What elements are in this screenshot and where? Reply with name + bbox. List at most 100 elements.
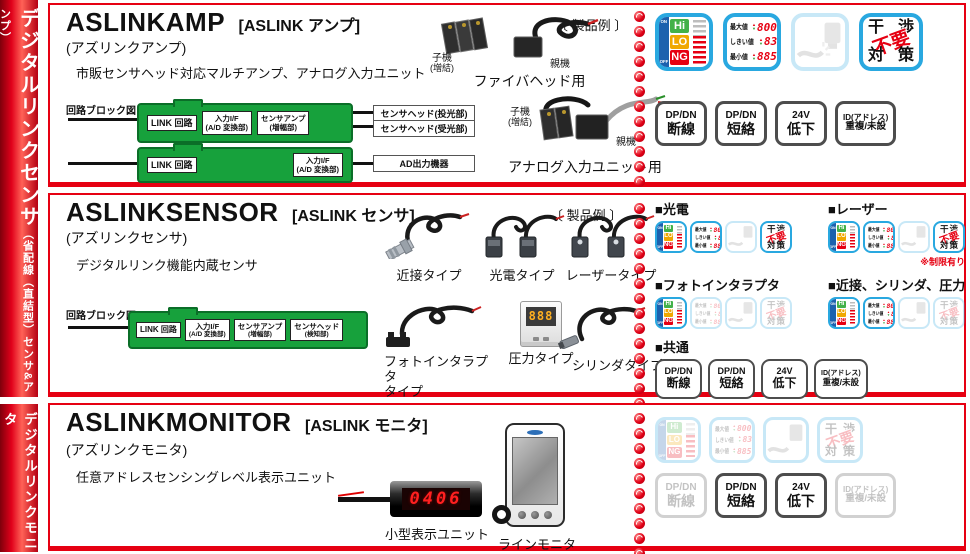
section-aslinkmonitor: ASLINKMONITOR [ASLINK モニタ] (アズリンクモニタ) 任意… <box>48 403 966 554</box>
section-aslinkamp: ASLINKAMP [ASLINK アンプ] (アズリンクアンプ) 市販センサヘ… <box>48 3 966 187</box>
level-bars-icon <box>847 299 858 327</box>
wire-line <box>68 162 138 165</box>
sensor-head-block: センサヘッド(検知部) <box>290 318 344 342</box>
broken-wire-badge <box>763 417 809 463</box>
pressure-display: 888 <box>526 307 556 326</box>
photo-caption: フォトインタラプタ タイプ <box>384 354 489 399</box>
spiral-bullet-icon <box>634 233 645 244</box>
sensor-head-receiver-label: センサヘッド(受光部) <box>373 120 475 137</box>
sidebar-vertical-text: デジタルリンクセンサ（省配線（直結型）センサ&アンプ） <box>0 0 43 397</box>
photoelectric-sensor-photo: 光電タイプ <box>478 211 566 284</box>
up-down-arrows-icon <box>759 38 763 46</box>
wire-line <box>68 118 138 121</box>
spiral-bullet-icon <box>634 41 645 52</box>
product-name: ASLINKMONITOR <box>66 407 292 437</box>
child-unit-label: 子機(増結) <box>430 53 454 73</box>
proximity-sensor-image <box>385 213 470 261</box>
button-icon <box>543 337 549 341</box>
spiral-bullet-icon <box>634 71 645 82</box>
spiral-bullet-icon <box>634 458 645 469</box>
spiral-bullet-icon <box>634 473 645 484</box>
product-reading: (アズリンクモニタ) <box>66 442 188 458</box>
photo-caption: 光電タイプ <box>489 268 555 283</box>
spiral-bullet-icon <box>634 278 645 289</box>
strap-ring-icon <box>492 505 511 524</box>
section-title: ASLINKSENSOR [ASLINK センサ] <box>66 197 415 228</box>
cylinder-sensor-image <box>557 306 646 350</box>
product-name-bracket: [ASLINK センサ] <box>292 208 415 225</box>
photoelectric-sensor-image <box>485 214 565 258</box>
button-icon <box>531 511 539 519</box>
input-if-block: 入力I/F(A/D 変換部) <box>184 318 230 342</box>
spiral-bullet-icon <box>634 56 645 67</box>
product-description: 任意アドレスセンシングレベル表示ユニット <box>76 470 337 485</box>
product-description: デジタルリンク機能内蔵センサ <box>76 258 258 273</box>
spiral-bullet-icon <box>634 518 645 529</box>
brand-logo-icon <box>527 430 543 435</box>
up-down-arrows-icon <box>752 23 756 31</box>
up-down-arrows-icon <box>752 53 756 61</box>
id-address-badge: ID(アドレス)重複/未設 <box>814 359 868 399</box>
min-max-badge: 最大値800 しきい値835 最小値885 <box>690 221 722 253</box>
up-down-arrows-icon <box>883 303 886 309</box>
sidebar-vertical-text: デジタルリンクモニタ <box>0 404 39 552</box>
photo-caption: 近接タイプ <box>396 268 462 283</box>
broken-wire-badge <box>898 297 930 329</box>
seven-segment-display: 0406 <box>402 488 470 510</box>
child-units-icon <box>539 105 574 141</box>
level-bars-icon <box>683 420 698 460</box>
photo-caption: アナログ入力ユニット用 <box>508 159 662 175</box>
spiral-bullet-icon <box>634 428 645 439</box>
spiral-bullet-icon <box>634 101 645 112</box>
interference-countermeasure-badge: 干 渉 不要 対 策 <box>859 13 923 71</box>
input-if-block: 入力I/F(A/D 変換部) <box>292 153 343 177</box>
broken-wire-icon <box>901 302 926 322</box>
id-address-badge: ID(アドレス)重複/未設 <box>835 101 897 146</box>
spiral-bullet-icon <box>634 548 645 554</box>
product-name: ASLINKSENSOR <box>66 197 279 227</box>
laser-sensor-image <box>571 214 655 258</box>
sidebar-digital-link-sensor: デジタルリンクセンサ（省配線（直結型）センサ&アンプ） <box>0 0 39 397</box>
interference-countermeasure-badge: 干渉 不要 対策 <box>760 221 792 253</box>
spiral-bullet-icon <box>634 218 645 229</box>
level-bars-icon <box>847 223 858 251</box>
button-icon <box>544 511 552 519</box>
product-name: ASLINKAMP <box>66 7 226 37</box>
photo-interrupter-photo: フォトインタラプタ タイプ <box>380 301 498 400</box>
link-circuit-block: LINK 回路 <box>147 156 197 174</box>
circuit-block-label: 回路ブロック図 <box>66 311 136 322</box>
interference-countermeasure-badge: 干渉 不要 対策 <box>760 297 792 329</box>
restriction-note: ※制限有り <box>920 257 965 267</box>
up-down-arrows-icon <box>710 303 713 309</box>
parent-unit-label: 親機 <box>616 137 636 148</box>
up-down-arrows-icon <box>714 311 717 317</box>
level-bars-icon <box>690 17 709 67</box>
spiral-bullet-icon <box>634 293 645 304</box>
interference-countermeasure-badge: 干渉 不要 対策 <box>817 417 863 463</box>
min-max-badge: 最大値800 しきい値835 最小値885 <box>723 13 781 71</box>
wire-line <box>68 326 130 329</box>
parent-unit-icon <box>513 36 543 58</box>
min-max-badge: 最大値800 しきい値835 最小値885 <box>863 297 895 329</box>
spiral-bullet-icon <box>634 11 645 22</box>
input-if-block: 入力I/F(A/D 変換部) <box>201 111 252 135</box>
broken-wire-badge <box>898 221 930 253</box>
sensor-amp-block: センサアンプ(増幅部) <box>233 318 287 342</box>
